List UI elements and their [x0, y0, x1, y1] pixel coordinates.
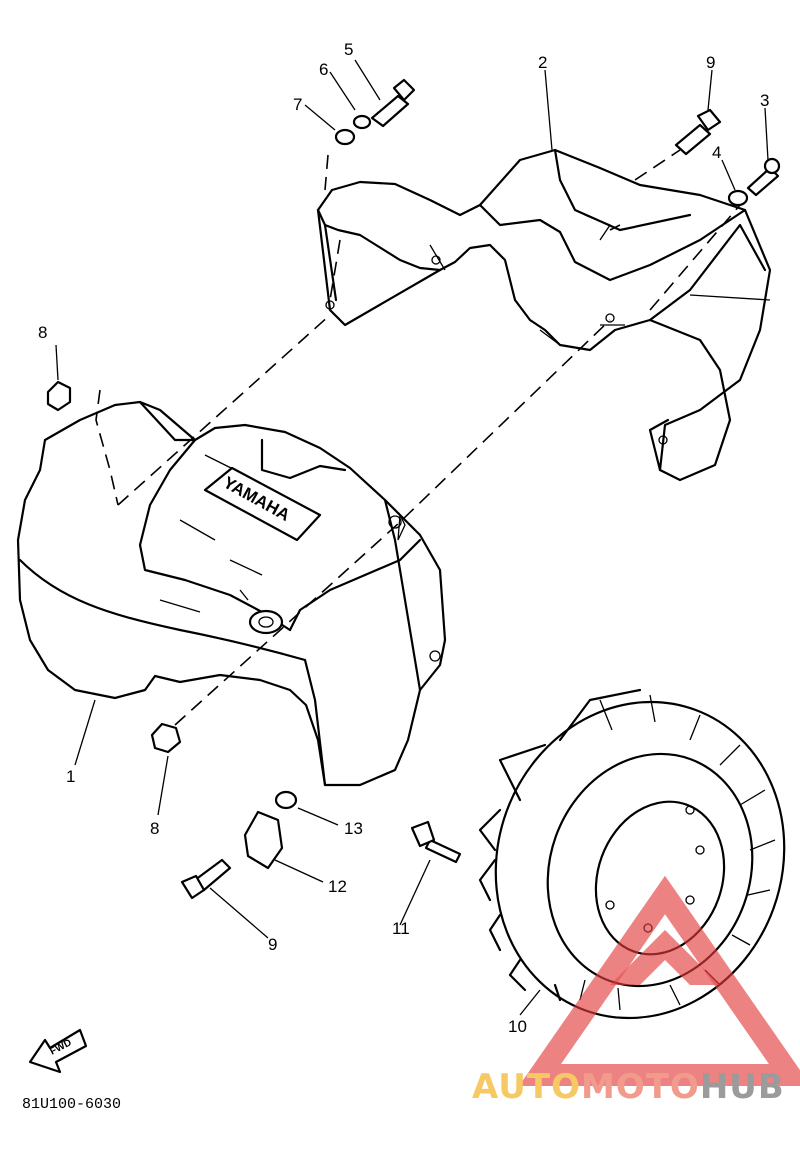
- callout-8-upper: 8: [38, 323, 47, 342]
- callout-labels: 5 6 7 2 9 3 4 8 1 8 13 12 9 11 10: [38, 40, 769, 1036]
- assembly-lines: [95, 149, 741, 726]
- nut-part-8-lower: [150, 722, 182, 754]
- washer-part-7: [334, 128, 356, 146]
- upper-shroud-part-2: [316, 148, 772, 482]
- callout-8-lower: 8: [150, 819, 159, 838]
- leader-lines: [55, 59, 769, 1016]
- callout-12: 12: [328, 877, 347, 896]
- fan-housing-part-1: YAMAHA: [16, 400, 447, 787]
- bolt-part-9-top: [674, 108, 722, 156]
- callout-1: 1: [66, 767, 75, 786]
- bolt-part-5: [370, 78, 416, 128]
- bolt-part-11: [410, 820, 462, 864]
- callout-9-top: 9: [706, 53, 715, 72]
- callout-2: 2: [538, 53, 547, 72]
- cooling-fan-part-10: [478, 688, 786, 1020]
- callout-4: 4: [712, 143, 721, 162]
- callout-11: 11: [392, 919, 410, 938]
- callout-7: 7: [293, 95, 302, 114]
- svg-text:AUTOMOTOHUB: AUTOMOTOHUB: [472, 1067, 785, 1107]
- washer-part-4: [727, 189, 749, 207]
- forward-arrow-icon: FWD: [28, 1028, 88, 1074]
- bolt-part-9-lower: [180, 858, 232, 900]
- collar-part-13: [274, 790, 298, 810]
- watermark-auto: AUTO: [472, 1067, 581, 1107]
- clip-part-12: [243, 810, 284, 870]
- callout-13: 13: [344, 819, 363, 838]
- nut-part-8-upper: [46, 380, 72, 412]
- screw-part-3: [746, 157, 781, 197]
- automotohub-watermark: AUTOMOTOHUB: [472, 875, 800, 1107]
- callout-5: 5: [344, 40, 353, 59]
- watermark-moto: MOTO: [581, 1067, 700, 1107]
- watermark-hub: HUB: [700, 1067, 785, 1107]
- callout-6: 6: [319, 60, 328, 79]
- watermark-triangle-logo: [518, 875, 800, 1086]
- drawing-code: 81U100-6030: [22, 1096, 121, 1113]
- callout-10: 10: [508, 1017, 527, 1036]
- callout-9-lower: 9: [268, 935, 277, 954]
- washer-part-6: [352, 114, 372, 130]
- callout-3: 3: [760, 91, 769, 110]
